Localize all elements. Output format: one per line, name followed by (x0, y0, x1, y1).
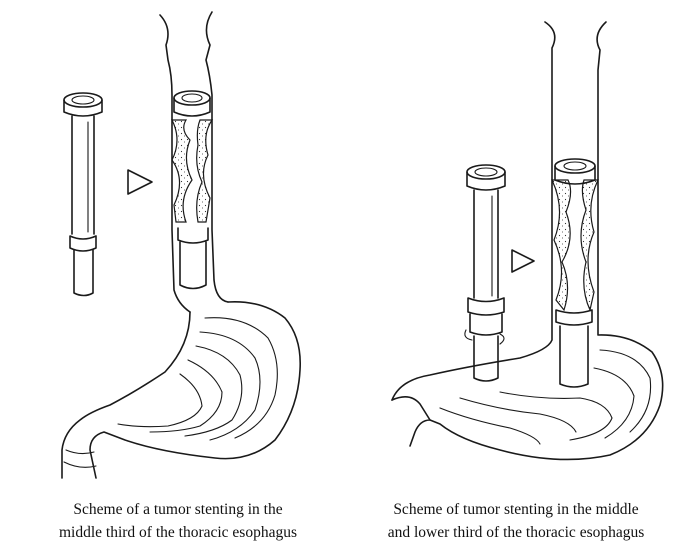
stenting-illustration (61, 11, 664, 479)
caption-left-line1: Scheme of a tumor stenting in the (73, 501, 283, 518)
right-panel (391, 21, 664, 461)
caption-left-line2: middle third of the thoracic esophagus (58, 524, 298, 541)
stent-standalone-left (63, 92, 103, 297)
caption-left: Scheme of a tumor stenting in the middle… (18, 498, 338, 544)
esophagus-left (61, 11, 302, 479)
esophagus-right (391, 21, 664, 461)
arrow-icon (127, 169, 153, 195)
stent-standalone-right (464, 164, 506, 382)
caption-right: Scheme of tumor stenting in the middle a… (356, 498, 676, 544)
arrow-icon (511, 249, 535, 273)
caption-right-line2: and lower third of the thoracic esophagu… (387, 524, 645, 541)
caption-right-line1: Scheme of tumor stenting in the middle (393, 501, 639, 518)
left-panel (61, 11, 302, 479)
